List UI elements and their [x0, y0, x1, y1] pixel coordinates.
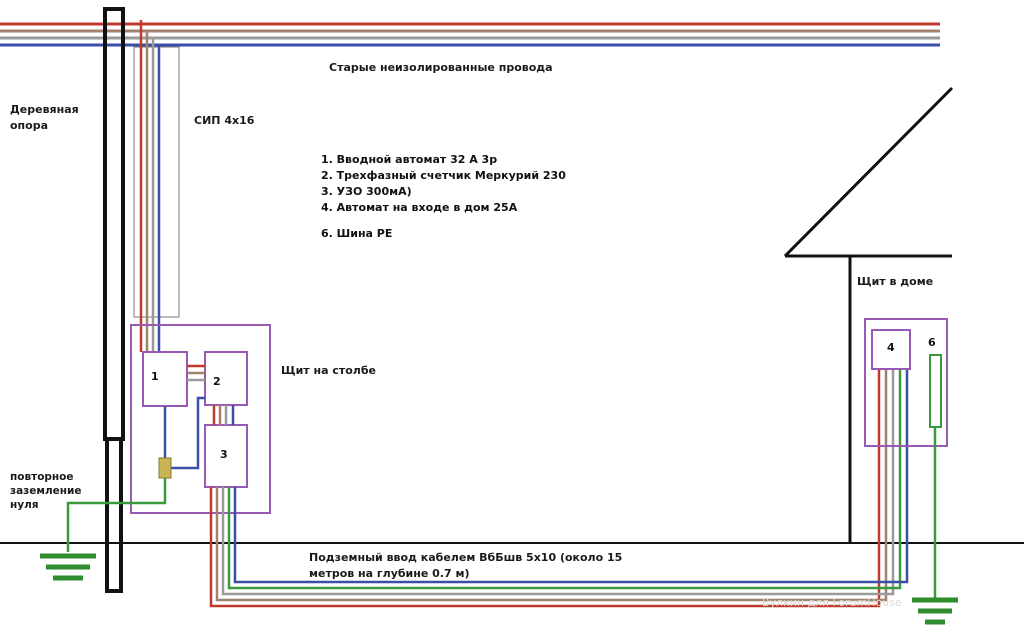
breaker-to-meter-wires — [187, 364, 205, 382]
watermark: Вулкин для ForumHouse — [762, 596, 902, 609]
rcd-3-number: 3 — [220, 448, 228, 461]
ug-green — [227, 369, 902, 590]
legend-item: 6. Шина РЕ — [321, 227, 393, 240]
sip-leads — [139, 20, 161, 352]
house-roof — [783, 86, 954, 258]
regrounding-label-line1: повторное — [10, 471, 74, 483]
breaker-1-number: 1 — [151, 370, 159, 383]
breaker-1-box — [142, 351, 188, 407]
house — [783, 86, 954, 543]
meter-2-number: 2 — [213, 375, 221, 388]
legend-item: 2. Трехфазный счетчик Меркурий 230 — [321, 169, 566, 182]
old-wires-label: Старые неизолированные провода — [329, 61, 553, 74]
ground-symbol-right — [912, 597, 958, 625]
neutral-clamp-to-meter — [170, 396, 205, 470]
house-panel-label: Щит в доме — [857, 275, 934, 288]
ug-red — [209, 369, 881, 608]
device-legend: 1. Вводной автомат 32 А 3р 2. Трехфазный… — [321, 152, 566, 242]
sip-cable-sleeve — [133, 46, 180, 318]
wooden-pole-label-line1: Деревяная — [10, 103, 79, 116]
house-breaker-4-box — [871, 329, 911, 370]
overhead-wires — [0, 22, 940, 47]
regrounding-label-line2: заземление — [10, 485, 82, 497]
pole-lower — [105, 437, 123, 593]
wooden-pole — [103, 7, 125, 593]
pe-bus-6 — [929, 354, 942, 428]
meter-to-rcd-wires — [212, 405, 235, 425]
sip-label: СИП 4х16 — [194, 114, 255, 127]
house-breaker-4-number: 4 — [887, 341, 895, 354]
wooden-pole-label-line2: опора — [10, 119, 49, 132]
ug-brown — [215, 369, 888, 602]
ug-gray — [221, 369, 895, 596]
pole-panel-enclosure — [130, 324, 271, 514]
pe-bus-6-number: 6 — [928, 336, 936, 349]
pole-upper — [103, 7, 125, 441]
legend-item: 3. УЗО 300мА) — [321, 185, 412, 198]
legend-item: 4. Автомат на входе в дом 25А — [321, 201, 518, 214]
pen-clamp — [158, 457, 172, 479]
house-panel-enclosure — [864, 318, 948, 447]
regrounding-wire — [66, 478, 167, 552]
underground-label-line1: Подземный ввод кабелем ВбБшв 5х10 (около… — [309, 551, 623, 564]
underground-cable — [209, 369, 909, 608]
meter-2-box — [204, 351, 248, 406]
pole-panel-label: Щит на столбе — [281, 364, 376, 377]
ug-blue — [233, 369, 909, 584]
regrounding-label-line3: нуля — [10, 499, 39, 511]
legend-item: 1. Вводной автомат 32 А 3р — [321, 153, 498, 166]
underground-label-line2: метров на глубине 0.7 м) — [309, 567, 470, 580]
ground-symbol-left — [40, 553, 96, 581]
